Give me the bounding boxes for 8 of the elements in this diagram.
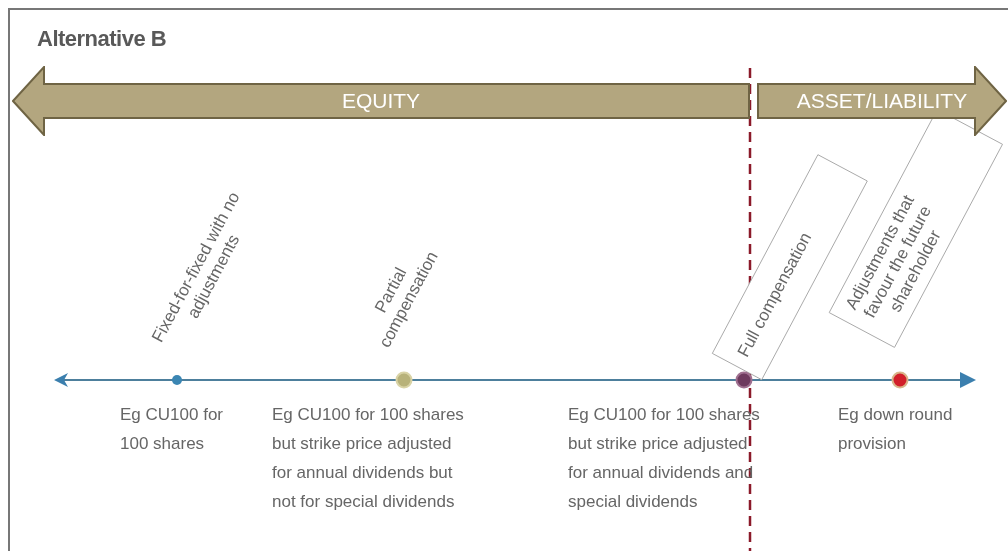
- band-label: ASSET/LIABILITY: [795, 89, 969, 113]
- example-text: Eg down round provision: [838, 404, 954, 455]
- band-label: EQUITY: [340, 89, 422, 113]
- example-text: Eg CU100 for 100 shares but strike price adjusted for annual dividends but not for special dividends: [272, 404, 465, 513]
- band-arrow: [757, 66, 1007, 136]
- example-text: Eg CU100 for 100 shares: [120, 404, 224, 455]
- band-arrow: [12, 66, 750, 136]
- diagram-title: Alternative B: [37, 26, 167, 52]
